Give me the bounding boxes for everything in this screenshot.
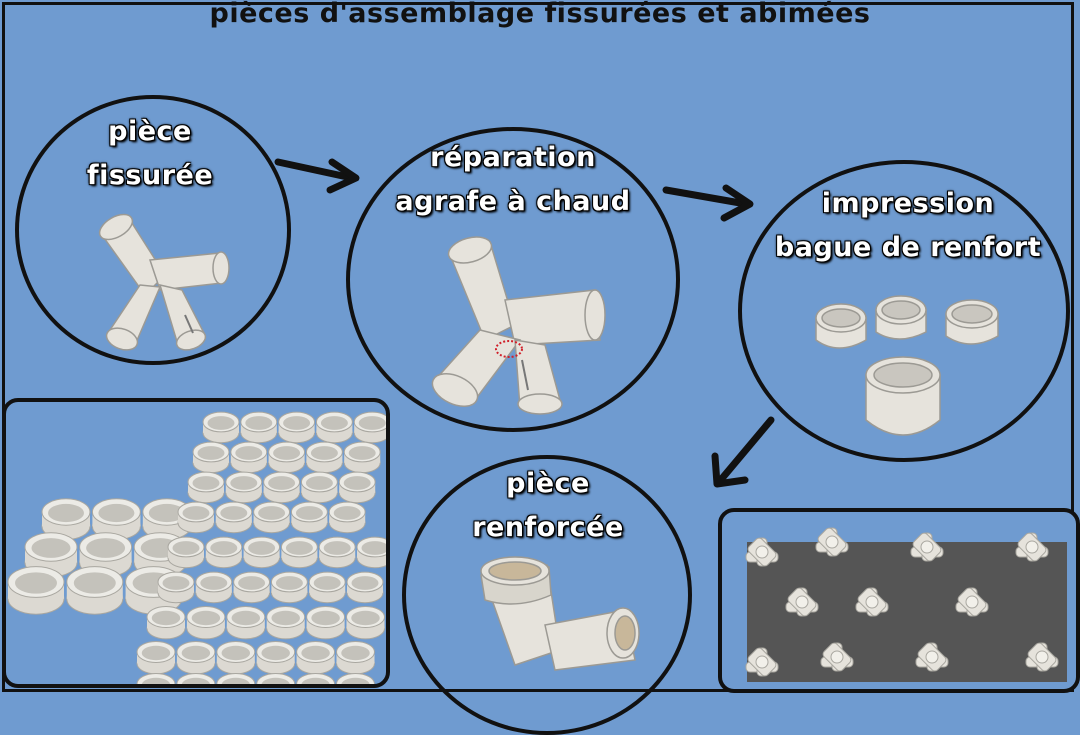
ring: [336, 673, 375, 684]
ring: [280, 536, 318, 569]
ring: [336, 641, 375, 675]
arrow-down-left-icon: [711, 416, 775, 488]
ring: [215, 501, 253, 534]
repair-mark-icon: [495, 340, 523, 358]
printed-parts-photo-panel: [718, 508, 1080, 693]
ring: [187, 471, 225, 504]
step-circle-cracked-part: [15, 95, 291, 365]
connector-part: [785, 587, 819, 617]
ring: [270, 571, 308, 604]
step-3-line-2: bague de renfort: [774, 232, 1042, 263]
reinforcement-rings-image: [815, 295, 999, 436]
repaired-connector-image: [431, 236, 606, 415]
step-1-line-2: fissurée: [86, 160, 214, 191]
ring: [216, 641, 256, 675]
cracked-connector-image: [98, 213, 230, 351]
connector-part: [915, 642, 949, 672]
step-3-line-1: impression: [821, 188, 995, 219]
ring: [300, 471, 338, 504]
page-title: pièces d'assemblage fissurées et abimées: [209, 0, 871, 29]
ring: [306, 606, 346, 640]
ring: [256, 641, 296, 675]
ring: [356, 536, 386, 569]
ring: [256, 673, 296, 684]
ring: [230, 441, 268, 474]
ring: [7, 566, 65, 615]
ring: [91, 498, 141, 541]
ring: [308, 571, 346, 604]
connector-part: [815, 527, 849, 557]
ring: [243, 536, 281, 569]
ring: [157, 571, 195, 604]
ring: [318, 536, 356, 569]
ring: [268, 441, 306, 474]
ring: [296, 641, 336, 675]
step-label-reinforced-part: pièce renforcée: [420, 462, 676, 550]
reinforced-connector-image: [480, 556, 640, 671]
step-2-line-2: agrafe à chaud: [395, 186, 631, 217]
ring: [66, 566, 124, 615]
ring: [225, 471, 263, 504]
ring: [233, 571, 271, 604]
step-2-line-1: réparation: [430, 142, 596, 173]
ring: [136, 641, 176, 675]
connector-part: [955, 587, 989, 617]
ring: [343, 441, 381, 474]
connector-part: [1025, 642, 1059, 672]
connector-part: [745, 647, 779, 677]
ring: [226, 606, 266, 640]
step-label-cracked-part: pièce fissurée: [45, 110, 255, 198]
ring: [315, 411, 353, 444]
connector-part: [1015, 532, 1049, 562]
step-label-ring-printing: impression bague de renfort: [745, 182, 1071, 270]
step-1-line-1: pièce: [108, 116, 192, 147]
ring: [346, 571, 384, 604]
ring: [195, 571, 233, 604]
connector-part: [910, 532, 944, 562]
ring: [263, 471, 301, 504]
ring: [290, 501, 328, 534]
printed-rings-photo-panel: [2, 398, 390, 688]
ring: [338, 471, 376, 504]
ring: [353, 411, 386, 444]
ring: [202, 411, 240, 444]
ring: [278, 411, 316, 444]
ring: [328, 501, 366, 534]
ring: [346, 606, 385, 640]
ring: [305, 441, 343, 474]
ring: [266, 606, 306, 640]
ring: [186, 606, 226, 640]
arrow-right-icon: [274, 158, 360, 194]
ring: [216, 673, 256, 684]
connector-part: [745, 537, 779, 567]
step-label-hot-staple-repair: réparation agrafe à chaud: [360, 136, 666, 224]
ring: [177, 501, 215, 534]
ring: [167, 536, 205, 569]
ring: [176, 641, 216, 675]
ring: [192, 441, 230, 474]
step-circle-hot-staple-repair: [346, 127, 680, 432]
ring: [146, 606, 186, 640]
step-circle-ring-printing: [738, 160, 1070, 462]
step-4-line-1: pièce: [506, 468, 590, 499]
connector-part: [820, 642, 854, 672]
ring: [240, 411, 278, 444]
ring: [253, 501, 291, 534]
ring: [136, 673, 176, 684]
connector-part: [855, 587, 889, 617]
ring: [176, 673, 216, 684]
arrow-right-icon: [662, 184, 754, 222]
title-bar: pièces d'assemblage fissurées et abimées: [0, 0, 1080, 40]
ring: [296, 673, 336, 684]
parts-on-mat-image: [745, 527, 1067, 682]
printed-rings-pile-image: [7, 411, 386, 684]
ring: [205, 536, 243, 569]
step-4-line-2: renforcée: [472, 512, 624, 543]
